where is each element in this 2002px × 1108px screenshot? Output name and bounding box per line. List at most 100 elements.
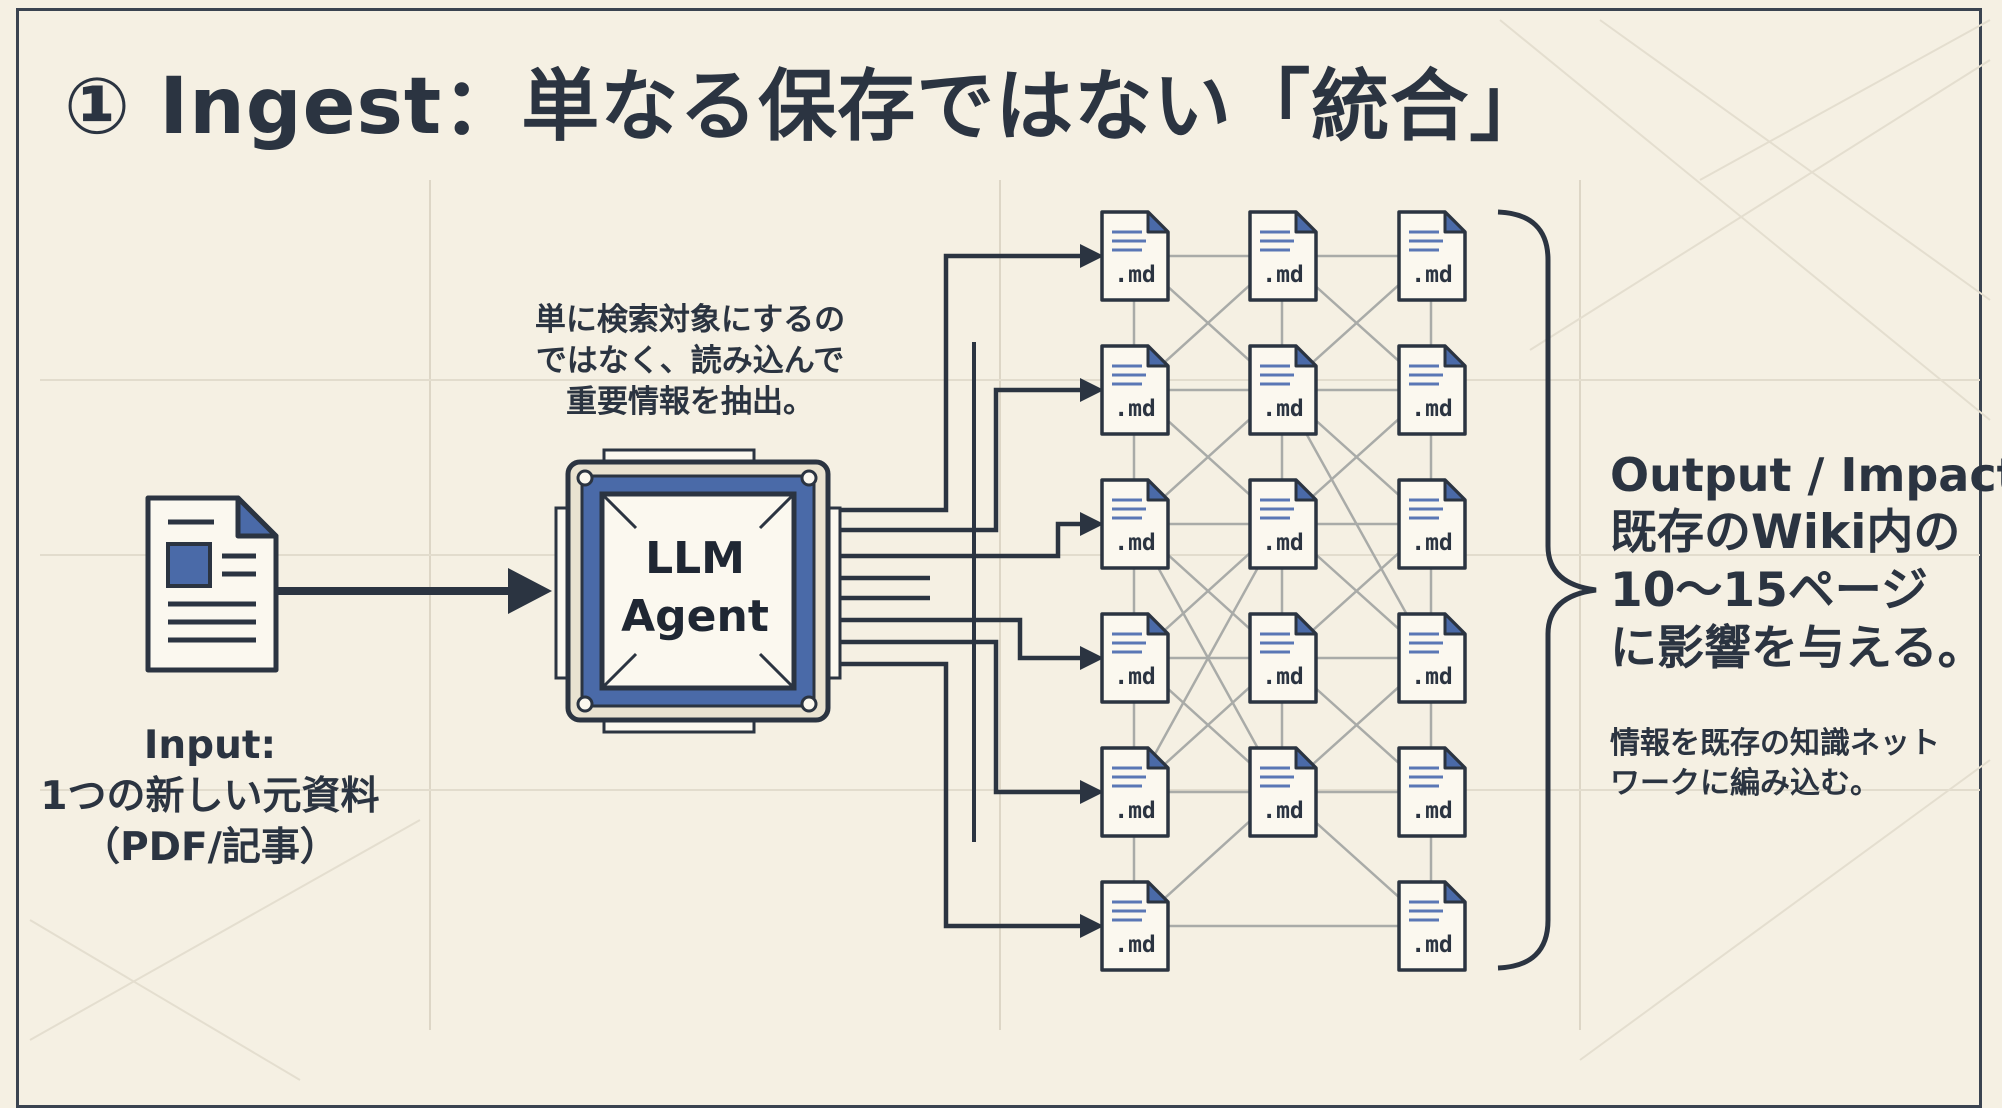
markdown-file-body <box>1248 612 1318 704</box>
markdown-file-body <box>1397 344 1467 436</box>
markdown-file-label: .md <box>1411 798 1453 824</box>
grid-line <box>1599 19 1991 301</box>
page-title: ① Ingest：単なる保存ではない「統合」 <box>64 62 1549 152</box>
input-label: Input: 1つの新しい元資料 （PDF/記事） <box>20 720 400 873</box>
markdown-file-corner <box>1443 612 1467 636</box>
input-label-line: Input: <box>143 723 277 768</box>
markdown-file-corner <box>1443 746 1467 770</box>
markdown-file-icon: .md <box>1100 746 1170 838</box>
grid-line <box>1579 759 1991 1061</box>
output-wire <box>840 661 1084 929</box>
markdown-file-label: .md <box>1114 530 1156 556</box>
output-wire <box>840 617 1084 661</box>
extraction-note-line: 単に検索対象にするの <box>534 302 846 338</box>
markdown-file-label: .md <box>1262 262 1304 288</box>
markdown-file-icon: .md <box>1100 478 1170 570</box>
markdown-file-body <box>1397 746 1467 838</box>
markdown-file-icon: .md <box>1397 746 1467 838</box>
markdown-file-body <box>1397 478 1467 570</box>
markdown-document-grid: .md .md .md .md .md .md .md .md .md .md .md .md .md.… <box>1100 210 1467 972</box>
markdown-file-corner <box>1146 478 1170 502</box>
markdown-file-corner <box>1294 344 1318 368</box>
markdown-file-label: .md <box>1262 530 1304 556</box>
markdown-file-corner <box>1443 210 1467 234</box>
markdown-file-label: .md <box>1262 664 1304 690</box>
output-note-line: 情報を既存の知識ネット <box>1610 726 1940 761</box>
markdown-file-body <box>1100 746 1170 838</box>
output-impact: Output / Impact: 既存のWiki内の 10〜15ページ に影響を… <box>1610 446 2002 804</box>
markdown-file-icon: .md <box>1100 210 1170 302</box>
arrow-icon <box>1080 780 1104 804</box>
output-body-line: 既存のWiki内の <box>1610 505 1961 560</box>
markdown-file-body <box>1100 478 1170 570</box>
grid-line <box>1499 19 1991 421</box>
markdown-file-body <box>1100 210 1170 302</box>
markdown-file-corner <box>1146 612 1170 636</box>
grid-line <box>1529 59 1991 351</box>
output-heading: Output / Impact: <box>1610 448 2002 502</box>
output-note-line: ワークに編み込む。 <box>1610 766 1880 801</box>
markdown-file-icon: .md <box>1248 478 1318 570</box>
output-body-line: 10〜15ページ <box>1610 563 1928 618</box>
output-note: 情報を既存の知識ネット ワークに編み込む。 <box>1610 724 2000 804</box>
markdown-file-body <box>1248 344 1318 436</box>
markdown-file-corner <box>1294 478 1318 502</box>
markdown-file-label: .md <box>1114 396 1156 422</box>
markdown-file-label: .md <box>1262 396 1304 422</box>
markdown-file-corner <box>1443 344 1467 368</box>
markdown-file-icon: .md <box>1397 344 1467 436</box>
markdown-file-body <box>1248 746 1318 838</box>
markdown-file-corner <box>1294 210 1318 234</box>
markdown-file-label: .md <box>1411 664 1453 690</box>
markdown-file-icon: .md <box>1248 344 1318 436</box>
arrow-icon <box>1080 914 1104 938</box>
markdown-file-label: .md <box>1411 396 1453 422</box>
arrow-icon <box>1080 646 1104 670</box>
agent-label-line: LLM <box>645 533 745 584</box>
extraction-note-line: ではなく、読み込んで <box>535 343 845 379</box>
markdown-file-body <box>1248 478 1318 570</box>
markdown-file-corner <box>1146 880 1170 904</box>
markdown-file-body <box>1397 880 1467 972</box>
cpu-chip-icon <box>554 448 842 734</box>
input-label-line: 1つの新しい元資料 <box>40 774 380 819</box>
extraction-note: 単に検索対象にするの ではなく、読み込んで 重要情報を抽出。 <box>480 300 900 423</box>
input-label-line: （PDF/記事） <box>81 825 339 870</box>
markdown-file-corner <box>1146 344 1170 368</box>
grid-line <box>1699 19 1991 181</box>
input-arrow-icon <box>278 568 552 614</box>
markdown-file-label: .md <box>1114 664 1156 690</box>
grid-line <box>29 919 301 1081</box>
markdown-file-corner <box>1146 746 1170 770</box>
markdown-file-icon: .md <box>1397 612 1467 704</box>
markdown-file-label: .md <box>1411 262 1453 288</box>
agent-label: LLM Agent <box>610 530 780 646</box>
markdown-file-icon: .md <box>1397 880 1467 972</box>
markdown-file-body <box>1397 612 1467 704</box>
markdown-file-label: .md <box>1114 262 1156 288</box>
grid-line <box>29 819 421 1041</box>
markdown-file-icon: .md <box>1100 612 1170 704</box>
background-grid <box>29 19 1991 1081</box>
output-wire <box>840 639 1084 795</box>
markdown-file-label: .md <box>1411 530 1453 556</box>
curly-brace-icon <box>1497 209 1597 971</box>
markdown-file-body <box>1100 880 1170 972</box>
output-wire <box>840 253 1084 513</box>
markdown-file-icon: .md <box>1248 746 1318 838</box>
markdown-file-icon: .md <box>1248 210 1318 302</box>
markdown-file-label: .md <box>1114 798 1156 824</box>
markdown-file-body <box>1248 210 1318 302</box>
markdown-file-body <box>1397 210 1467 302</box>
markdown-file-corner <box>1294 746 1318 770</box>
markdown-file-icon: .md <box>1248 612 1318 704</box>
input-document-icon <box>145 495 279 673</box>
agent-label-line: Agent <box>621 591 769 642</box>
arrow-icon <box>1080 378 1104 402</box>
markdown-file-label: .md <box>1114 932 1156 958</box>
markdown-file-icon: .md <box>1100 880 1170 972</box>
arrow-icon <box>1080 244 1104 268</box>
markdown-file-icon: .md <box>1397 210 1467 302</box>
markdown-file-corner <box>1443 478 1467 502</box>
